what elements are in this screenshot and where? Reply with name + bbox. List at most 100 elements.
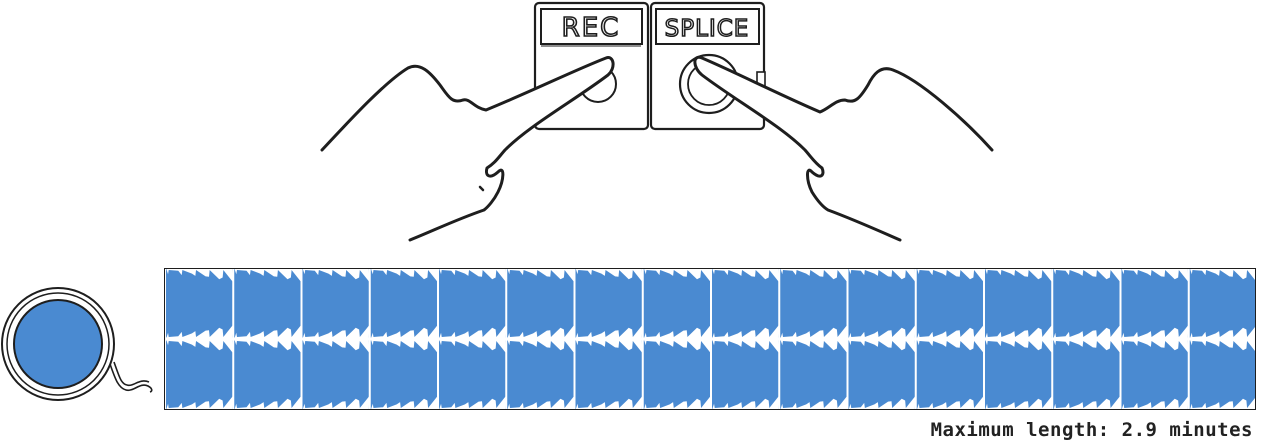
segment-boundary <box>232 268 235 339</box>
tape-waveform <box>164 268 1256 410</box>
waveform-gap <box>370 339 438 353</box>
waveform-gap <box>439 396 506 410</box>
waveform-gap <box>712 396 779 410</box>
waveform-gap <box>439 339 506 353</box>
waveform-gap <box>234 268 302 282</box>
caption-label: Maximum length: <box>930 419 1110 441</box>
waveform-gap <box>643 325 711 339</box>
segment-boundary <box>300 268 303 339</box>
segment-boundary <box>641 268 644 339</box>
segment-boundary <box>846 339 849 410</box>
waveform-gap <box>985 325 1052 339</box>
waveform-gap <box>575 268 643 282</box>
waveform-gap <box>1189 396 1256 410</box>
waveform-gap <box>1053 396 1121 410</box>
segment-boundary <box>983 339 985 410</box>
waveform-gap <box>507 339 575 353</box>
waveform-gap <box>302 268 370 282</box>
segment-boundary <box>983 268 985 339</box>
waveform-gap <box>439 325 506 339</box>
waveform-gap <box>1121 325 1189 339</box>
segment-boundary <box>437 268 439 339</box>
waveform-gap <box>302 396 370 410</box>
waveform-gap <box>1121 339 1189 353</box>
waveform-gap <box>234 339 302 353</box>
segment-boundary <box>437 339 439 410</box>
waveform-gap <box>575 339 643 353</box>
segment-boundary <box>1119 339 1122 410</box>
waveform-gap <box>234 396 302 410</box>
waveform-gap <box>507 396 575 410</box>
waveform-gap <box>1053 339 1121 353</box>
waveform-gap <box>643 396 711 410</box>
waveform-gap <box>166 268 233 282</box>
segment-boundary <box>232 339 235 410</box>
segment-boundary <box>368 339 371 410</box>
reel-core <box>13 299 103 389</box>
waveform-gap <box>575 325 643 339</box>
segment-boundary <box>573 339 576 410</box>
waveform-gap <box>507 268 575 282</box>
rec-label: REC <box>562 13 621 43</box>
max-length-caption: Maximum length: 2.9 minutes <box>931 419 1253 441</box>
segment-boundary <box>300 339 303 410</box>
waveform-gap <box>1121 268 1189 282</box>
waveform-gap <box>712 325 779 339</box>
waveform-gap <box>166 396 233 410</box>
waveform-gap <box>985 268 1052 282</box>
waveform-gap <box>643 339 711 353</box>
waveform-gap <box>507 325 575 339</box>
waveform-gap <box>916 339 984 353</box>
segment-boundary <box>1119 268 1122 339</box>
segment-boundary <box>914 339 917 410</box>
waveform-gap <box>848 396 916 410</box>
waveform-gap <box>1189 325 1256 339</box>
waveform-gap <box>916 325 984 339</box>
segment-boundary <box>1187 268 1190 339</box>
waveform-gap <box>302 325 370 339</box>
segment-boundary <box>778 339 781 410</box>
waveform-gap <box>1053 268 1121 282</box>
right-hand <box>693 55 994 242</box>
segment-boundary <box>505 339 508 410</box>
segment-boundary <box>710 268 712 339</box>
segment-boundary <box>573 268 576 339</box>
waveform-gap <box>780 268 848 282</box>
segment-boundary <box>1051 268 1054 339</box>
waveform-gap <box>848 325 916 339</box>
waveform-gap <box>848 268 916 282</box>
segment-boundary <box>505 268 508 339</box>
tape-reel <box>1 287 153 401</box>
caption-value: 2.9 minutes <box>1121 419 1253 441</box>
waveform-gap <box>166 325 233 339</box>
waveform-gap <box>166 339 233 353</box>
waveform-gap <box>1189 339 1256 353</box>
waveform-gap <box>1053 325 1121 339</box>
splice-label: SPLICE <box>665 16 750 42</box>
segment-boundary <box>368 268 371 339</box>
waveform-gap <box>780 339 848 353</box>
segment-boundary <box>846 268 849 339</box>
waveform-gap <box>712 339 779 353</box>
waveform-gap <box>370 396 438 410</box>
segment-boundary <box>1051 339 1054 410</box>
waveform-gap <box>302 339 370 353</box>
waveform-gap <box>439 268 506 282</box>
waveform-gap <box>712 268 779 282</box>
waveform-gap <box>370 325 438 339</box>
waveform-gap <box>643 268 711 282</box>
waveform-gap <box>848 339 916 353</box>
waveform-gap <box>1121 396 1189 410</box>
pedal-illustration: REC SPLICE <box>320 1 994 242</box>
waveform-gap <box>780 396 848 410</box>
segment-boundary <box>710 339 712 410</box>
waveform-gap <box>1189 268 1256 282</box>
waveform-gap <box>985 339 1052 353</box>
waveform-gap <box>370 268 438 282</box>
waveform-gap <box>985 396 1052 410</box>
waveform-gap <box>234 325 302 339</box>
segment-boundary <box>641 339 644 410</box>
waveform-gap <box>575 396 643 410</box>
segment-boundary <box>914 268 917 339</box>
